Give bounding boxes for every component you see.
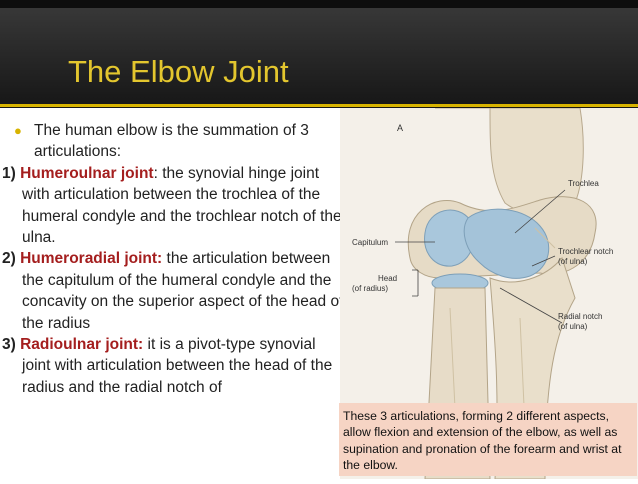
item-term: Radioulnar joint: xyxy=(20,336,144,354)
radial-notch-leader xyxy=(499,287,563,324)
item-term: Humeroradial joint: xyxy=(20,250,163,268)
trochlea-cartilage xyxy=(463,208,550,279)
bullet-icon: ● xyxy=(14,123,22,138)
intro-bullet: ● The human elbow is the summation of 3 … xyxy=(2,120,347,163)
head-bracket xyxy=(412,269,419,297)
title-band xyxy=(0,0,638,108)
label-trochlear-notch: Trochlear notch xyxy=(558,247,613,256)
label-head: Head xyxy=(378,274,397,283)
intro-text: The human elbow is the summation of 3 ar… xyxy=(34,122,309,161)
caption-box: These 3 articulations, forming 2 differe… xyxy=(339,403,637,476)
item-separator: : xyxy=(153,164,163,182)
panel-letter: A xyxy=(397,123,403,133)
item-description: it is a pivot-type synovial joint with a… xyxy=(22,336,333,396)
label-of-radius: (of radius) xyxy=(352,284,388,293)
articulation-item-1: 1) Humeroulnar joint: the synovial hinge… xyxy=(2,163,347,249)
label-of-ulna-2: (of ulna) xyxy=(558,322,588,331)
slide-title: The Elbow Joint xyxy=(68,54,289,89)
item-number: 2) xyxy=(2,250,21,268)
articulation-item-2: 2) Humeroradial joint: the articulation … xyxy=(2,248,347,334)
title-underline xyxy=(0,104,638,107)
trochlea-leader xyxy=(514,189,566,234)
label-capitulum: Capitulum xyxy=(352,238,388,247)
label-trochlea: Trochlea xyxy=(568,179,599,188)
item-number: 3) xyxy=(2,336,21,354)
item-description: the synovial hinge joint with articulati… xyxy=(22,164,342,247)
label-radial-notch: Radial notch xyxy=(558,312,602,321)
item-description: the articulation between the capitulum o… xyxy=(22,250,344,332)
label-of-ulna-1: (of ulna) xyxy=(558,257,588,266)
trochlear-notch-leader xyxy=(531,255,556,267)
item-term: Humeroulnar joint xyxy=(20,164,154,182)
articulation-item-3: 3) Radioulnar joint: it is a pivot-type … xyxy=(2,334,347,398)
body-text: ● The human elbow is the summation of 3 … xyxy=(2,120,347,479)
item-number: 1) xyxy=(2,164,21,182)
title-top-edge xyxy=(0,0,638,8)
